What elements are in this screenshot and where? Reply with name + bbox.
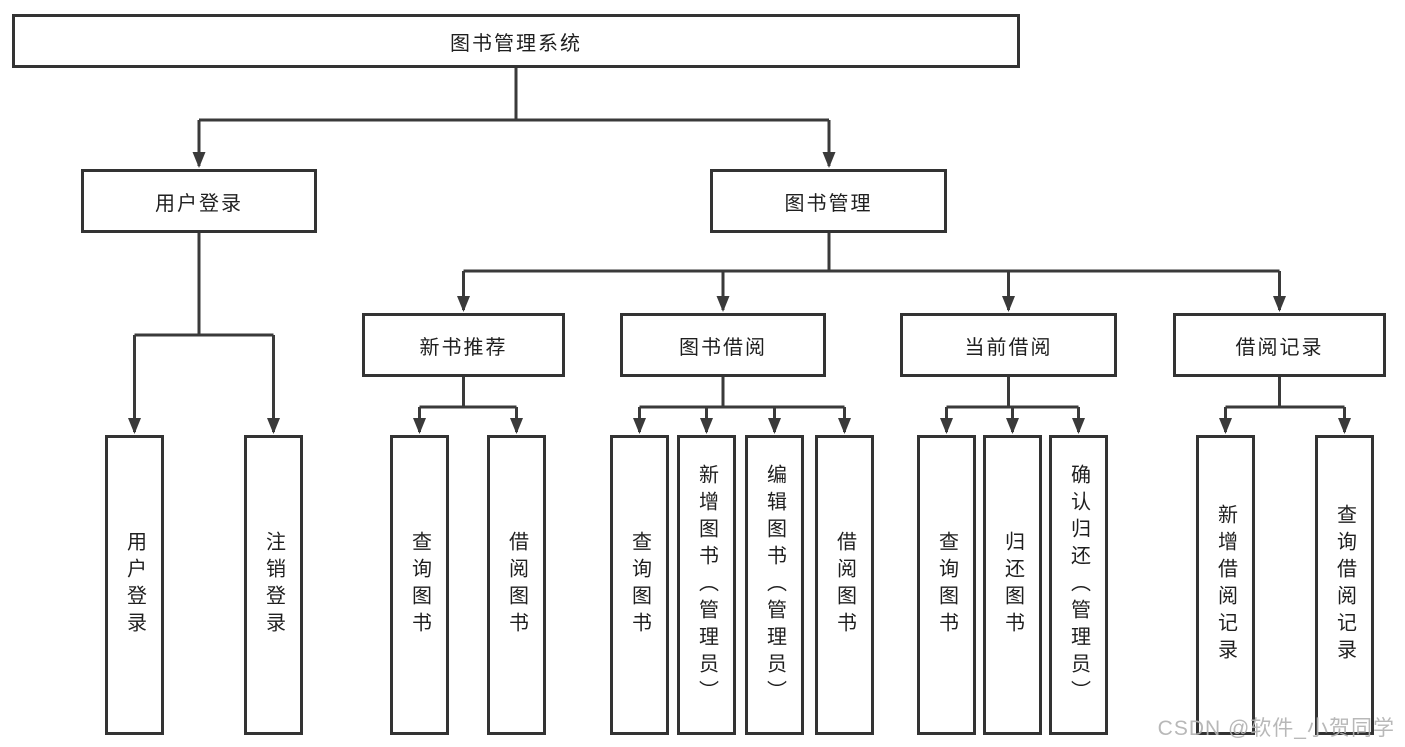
node-leaf-query-books-1: 查询图书 (390, 435, 449, 735)
node-current-borrow: 当前借阅 (900, 313, 1117, 377)
node-leaf-edit-book-admin: 编辑图书（管理员） (745, 435, 804, 735)
node-leaf-user-login: 用户登录 (105, 435, 164, 735)
node-label: 查询借阅记录 (1333, 504, 1356, 666)
node-label: 注销登录 (262, 531, 285, 639)
node-label: 查询图书 (408, 531, 431, 639)
csdn-watermark: CSDN @软件_小贺同学 (1157, 717, 1395, 740)
connector-user-login-trunk (134, 233, 274, 337)
node-label: 查询图书 (935, 531, 958, 639)
node-root: 图书管理系统 (12, 14, 1020, 68)
node-label: 归还图书 (1001, 531, 1024, 639)
connector-book-management-trunk (463, 233, 1280, 273)
node-label: 编辑图书（管理员） (763, 463, 786, 707)
connector-borrow-records-trunk (1225, 377, 1345, 409)
node-leaf-query-books-3: 查询图书 (917, 435, 976, 735)
node-label: 查询图书 (628, 531, 651, 639)
node-label: 新增借阅记录 (1214, 504, 1237, 666)
node-book-borrow: 图书借阅 (620, 313, 826, 377)
node-leaf-query-borrow-record: 查询借阅记录 (1315, 435, 1374, 735)
node-leaf-add-book-admin: 新增图书（管理员） (677, 435, 736, 735)
node-borrow-records: 借阅记录 (1173, 313, 1386, 377)
node-leaf-add-borrow-record: 新增借阅记录 (1196, 435, 1255, 735)
node-leaf-borrow-books-1: 借阅图书 (487, 435, 546, 735)
connector-new-book-recommend-trunk (419, 377, 517, 409)
node-leaf-return-book: 归还图书 (983, 435, 1042, 735)
node-leaf-query-books-2: 查询图书 (610, 435, 669, 735)
connector-current-borrow-trunk (946, 377, 1079, 409)
node-book-management: 图书管理 (710, 169, 947, 233)
node-label: 确认归还（管理员） (1067, 463, 1090, 707)
node-new-book-recommend: 新书推荐 (362, 313, 565, 377)
connector-book-borrow-trunk (639, 377, 845, 409)
node-user-login: 用户登录 (81, 169, 317, 233)
node-label: 借阅图书 (833, 531, 856, 639)
node-leaf-confirm-return-admin: 确认归还（管理员） (1049, 435, 1108, 735)
node-label: 新增图书（管理员） (695, 463, 718, 707)
node-label: 用户登录 (123, 531, 146, 639)
node-label: 借阅图书 (505, 531, 528, 639)
node-leaf-logout: 注销登录 (244, 435, 303, 735)
node-leaf-borrow-books-2: 借阅图书 (815, 435, 874, 735)
connector-root-trunk (199, 68, 829, 122)
